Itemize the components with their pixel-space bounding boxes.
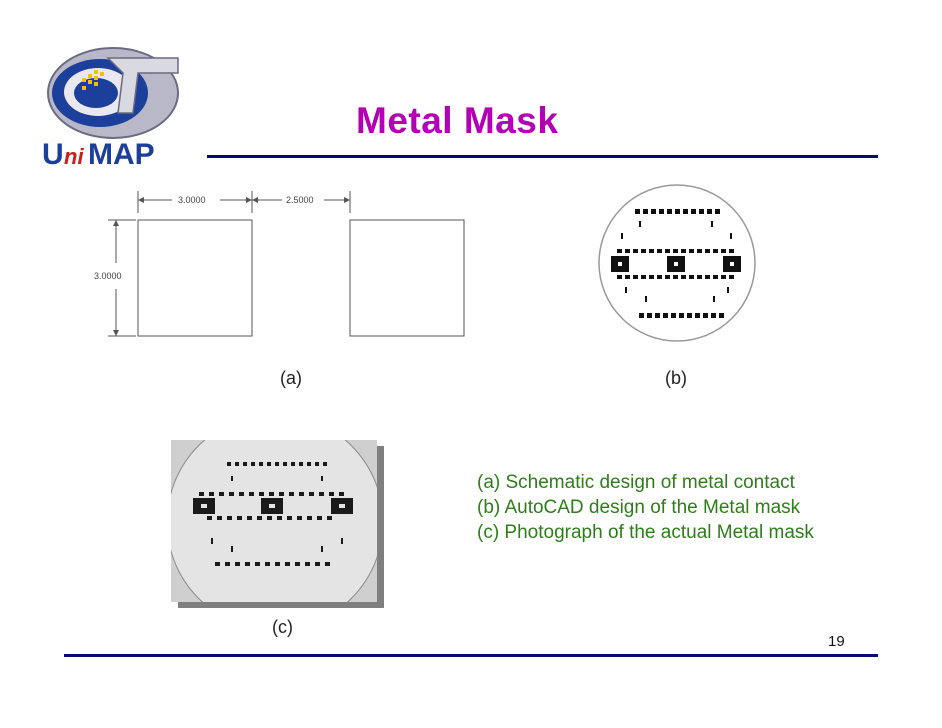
svg-text:U: U	[42, 138, 64, 171]
dim-height-label: 3.0000	[94, 271, 122, 281]
caption-b: (b) AutoCAD design of the Metal mask	[477, 497, 801, 518]
figure-a-schematic: 3.0000 2.5000 3.0000	[94, 191, 465, 337]
svg-text:ni: ni	[64, 144, 84, 169]
unimap-logo: U ni MAP	[42, 47, 179, 171]
dim-width-label: 3.0000	[178, 195, 206, 205]
metal-mask-photo	[171, 440, 377, 602]
figure-a-label: (a)	[280, 368, 302, 388]
footer-rule	[64, 654, 878, 657]
figure-c-label: (c)	[272, 617, 293, 637]
svg-text:MAP: MAP	[88, 138, 155, 171]
dim-gap-label: 2.5000	[286, 195, 314, 205]
title-rule	[207, 155, 878, 158]
caption-a: (a) Schematic design of metal contact	[477, 472, 795, 493]
figure-b-label: (b)	[665, 368, 687, 388]
caption-c: (c) Photograph of the actual Metal mask	[477, 522, 814, 543]
caption-list: (a) Schematic design of metal contact (b…	[477, 470, 814, 545]
figure-c-photo	[171, 440, 377, 602]
figure-b-autocad-mask	[598, 184, 756, 342]
page-number: 19	[828, 633, 845, 650]
slide-title: Metal Mask	[356, 100, 559, 141]
